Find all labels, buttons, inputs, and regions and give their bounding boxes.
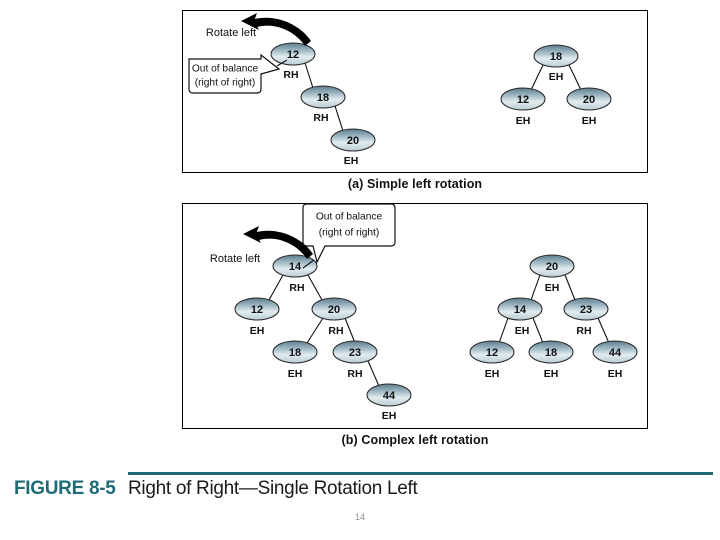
- node-23-after-b-balance: RH: [576, 325, 591, 337]
- rotate-left-arrow-b: [253, 230, 313, 259]
- figure-label: FIGURE 8-5: [14, 478, 116, 499]
- node-12-after-b-balance: EH: [485, 368, 500, 380]
- node-20-after-b-balance: EH: [545, 282, 560, 294]
- edge-18-20: [334, 105, 344, 132]
- node-20-after-b-key: 20: [546, 261, 558, 273]
- edge-14-18-after: [532, 317, 544, 344]
- node-23-b: 23: [332, 340, 378, 364]
- node-12-b: 12: [234, 297, 280, 321]
- node-18-b: 18: [272, 340, 318, 364]
- node-18-after-b-balance: EH: [544, 368, 559, 380]
- panel-a-caption: (a) Simple left rotation: [347, 177, 483, 191]
- rotate-left-arrowhead-b: [243, 226, 261, 243]
- rotate-left-arrow: [251, 17, 311, 46]
- node-12: 12: [270, 42, 316, 66]
- node-44-after-b-balance: EH: [608, 368, 623, 380]
- node-23-after-b-key: 23: [580, 304, 592, 316]
- callout-b-line-1: Out of balance: [316, 212, 383, 223]
- node-23-b-balance: RH: [347, 368, 362, 380]
- node-20-after: 20: [566, 87, 612, 111]
- panel-b-after-tree: 20 EH 14 EH 23 RH 12 EH: [469, 254, 638, 380]
- node-44-b-key: 44: [383, 390, 396, 402]
- edge-20-23: [344, 317, 356, 344]
- node-20-after-b: 20: [529, 254, 575, 278]
- edge-20-23-after: [564, 274, 576, 301]
- node-44-b-balance: EH: [382, 410, 397, 422]
- node-12-balance: RH: [283, 69, 298, 81]
- rotate-left-label: Rotate left: [206, 27, 256, 39]
- node-14-balance: RH: [289, 282, 304, 294]
- node-14-key: 14: [289, 261, 302, 273]
- panel-b-tree-diagram: 14 RH 12 EH 20 RH 18 EH: [210, 203, 638, 422]
- node-14-after-b-key: 14: [514, 304, 527, 316]
- node-14: 14: [272, 254, 318, 278]
- edge-12-18: [304, 62, 314, 89]
- callout-line-1: Out of balance: [192, 64, 259, 75]
- edge-18-12-after: [530, 64, 544, 91]
- node-23-b-key: 23: [349, 347, 361, 359]
- rotate-left-label-b: Rotate left: [210, 253, 260, 265]
- callout-tail-a: [276, 59, 288, 67]
- node-12-after-b-key: 12: [486, 347, 498, 359]
- figure-caption-rule: [128, 472, 713, 475]
- node-20: 20: [330, 128, 376, 152]
- edge-23-44: [367, 360, 380, 387]
- callout-tail-b: [302, 259, 315, 269]
- node-12-after-balance: EH: [516, 115, 531, 127]
- node-44-b: 44: [366, 383, 412, 407]
- figure-title: Right of Right—Single Rotation Left: [128, 478, 418, 499]
- node-20-balance: EH: [344, 155, 359, 167]
- node-18-after-b: 18: [528, 340, 574, 364]
- node-20-b-key: 20: [328, 304, 340, 316]
- edge-14-12: [268, 274, 284, 301]
- node-20-after-key: 20: [583, 94, 595, 106]
- rotate-left-arrowhead: [241, 13, 259, 30]
- node-12-after: 12: [500, 87, 546, 111]
- node-20-b-balance: RH: [328, 325, 343, 337]
- node-12-after-key: 12: [517, 94, 529, 106]
- callout-line-2: (right of right): [195, 78, 256, 89]
- node-18-after-balance: EH: [549, 71, 564, 83]
- panel-a-tree-diagram: 12 RH 18 RH 20 EH Rotate left: [188, 13, 612, 167]
- panel-b-caption: (b) Complex left rotation: [341, 433, 489, 447]
- out-of-balance-callout: Out of balance (right of right): [188, 53, 281, 94]
- node-20-key: 20: [347, 135, 359, 147]
- edge-20-14-after: [530, 274, 541, 301]
- node-12-after-b: 12: [469, 340, 515, 364]
- node-12-b-key: 12: [251, 304, 263, 316]
- panel-b-before-tree: 14 RH 12 EH 20 RH 18 EH: [210, 203, 412, 422]
- node-18-b-balance: EH: [288, 368, 303, 380]
- edge-20-18: [306, 317, 324, 344]
- node-44-after-b: 44: [592, 340, 638, 364]
- callout-b-line-2: (right of right): [319, 228, 380, 239]
- node-18-after-b-key: 18: [545, 347, 557, 359]
- node-12-b-balance: EH: [250, 325, 265, 337]
- node-12-key: 12: [287, 49, 299, 61]
- node-44-after-b-key: 44: [609, 347, 622, 359]
- node-18-balance: RH: [313, 112, 328, 124]
- node-14-after-b: 14: [497, 297, 543, 321]
- node-23-after-b: 23: [563, 297, 609, 321]
- figure-panel-b: 14 RH 12 EH 20 RH 18 EH: [182, 203, 648, 429]
- panel-a-after-tree: 18 EH 12 EH 20 EH: [500, 44, 612, 127]
- node-18-b-key: 18: [289, 347, 301, 359]
- node-18-after: 18: [533, 44, 579, 68]
- panel-a-before-tree: 12 RH 18 RH 20 EH Rotate left: [188, 13, 376, 167]
- edge-14-12-after: [498, 317, 509, 344]
- page-number: 14: [354, 512, 365, 522]
- node-18-key: 18: [317, 92, 329, 104]
- figure-panel-a: 12 RH 18 RH 20 EH Rotate left: [182, 10, 648, 173]
- edge-18-20-after: [568, 64, 582, 91]
- node-20-b: 20: [311, 297, 357, 321]
- out-of-balance-callout-b: Out of balance (right of right): [302, 203, 396, 264]
- edge-14-20: [307, 274, 323, 301]
- node-20-after-balance: EH: [582, 115, 597, 127]
- edge-23-44-after: [597, 317, 610, 344]
- node-18-after-key: 18: [550, 51, 562, 63]
- node-14-after-b-balance: EH: [515, 325, 530, 337]
- node-18: 18: [300, 85, 346, 109]
